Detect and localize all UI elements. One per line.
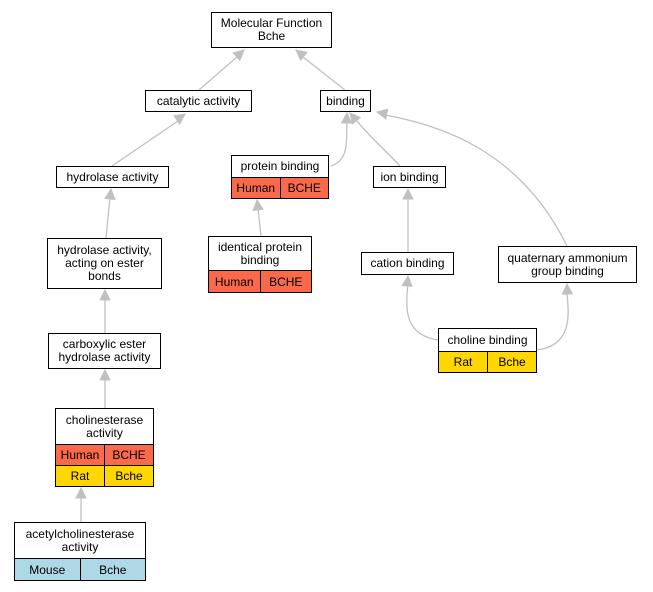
arrowhead-quaternary_ammonium-to-binding	[375, 108, 389, 120]
node-catalytic-activity[interactable]: catalytic activity	[145, 90, 252, 112]
arrowhead-identical_protein_binding-to-protein_binding	[252, 198, 264, 212]
node-label: ion binding	[380, 169, 439, 184]
node-label: identical protein binding	[217, 239, 303, 267]
node-label: Molecular Function Bche	[220, 16, 323, 43]
node-label: cation binding	[370, 256, 445, 270]
arrowhead-ion_binding-to-binding	[349, 112, 362, 125]
gene-cell: BCHE	[104, 445, 153, 465]
node-label: hydrolase activity	[66, 169, 159, 184]
arrowhead-choline_binding-to-quaternary_ammonium	[561, 282, 574, 295]
annotation-row: Rat Bche	[439, 351, 536, 372]
arrowhead-binding-to-molecular_function	[295, 49, 308, 62]
annotation-row: Mouse Bche	[15, 558, 145, 580]
edge-hydrolase_activity-to-catalytic_activity	[111, 120, 179, 167]
edge-protein_binding-to-binding	[330, 120, 348, 167]
arrowhead-cation_binding-to-ion_binding	[402, 187, 414, 200]
arrowhead-choline_binding-to-cation_binding	[401, 274, 413, 287]
node-molecular-function[interactable]: Molecular Function Bche	[211, 12, 332, 48]
gene-cell: Bche	[79, 559, 145, 580]
node-quaternary-ammonium-group-binding[interactable]: quaternary ammonium group binding	[498, 246, 637, 283]
edge-binding-to-molecular_function	[302, 56, 346, 91]
edge-hydrolase_ester-to-hydrolase_activity	[105, 196, 111, 239]
node-label: hydrolase activity, acting on ester bond…	[57, 243, 152, 283]
gene-cell: Bche	[487, 352, 536, 372]
arrowhead-protein_binding-to-binding	[340, 111, 353, 124]
node-choline-binding[interactable]: choline binding Rat Bche	[438, 328, 537, 373]
node-ion-binding[interactable]: ion binding	[373, 166, 446, 188]
annotation-row: Human BCHE	[56, 444, 153, 465]
node-cholinesterase-activity[interactable]: cholinesterase activity Human BCHE Rat B…	[55, 408, 154, 487]
node-label: carboxylic ester hydrolase activity	[58, 337, 151, 364]
node-label: protein binding	[240, 159, 320, 173]
node-label: binding	[326, 93, 365, 108]
arrowhead-carboxylic_ester-to-hydrolase_ester	[99, 288, 111, 301]
species-cell: Human	[209, 271, 260, 292]
node-label: catalytic activity	[156, 93, 241, 108]
species-cell: Rat	[56, 466, 104, 486]
node-label: cholinesterase activity	[65, 412, 144, 440]
arrowhead-acetylcholinesterase-to-cholinesterase	[75, 486, 87, 499]
edge-catalytic_activity-to-molecular_function	[198, 56, 238, 91]
node-label: acetylcholinesterase activity	[25, 526, 135, 554]
node-carboxylic-ester-hydrolase-activity[interactable]: carboxylic ester hydrolase activity	[48, 333, 161, 369]
arrowhead-cholinesterase-to-carboxylic_ester	[99, 368, 111, 381]
edge-ion_binding-to-binding	[356, 120, 401, 167]
node-protein-binding[interactable]: protein binding Human BCHE	[231, 155, 329, 199]
node-hydrolase-activity-ester-bonds[interactable]: hydrolase activity, acting on ester bond…	[47, 238, 162, 289]
species-cell: Human	[232, 178, 280, 198]
gene-cell: BCHE	[279, 178, 328, 198]
species-cell: Rat	[439, 352, 487, 372]
edge-choline_binding-to-cation_binding	[406, 283, 439, 341]
species-cell: Human	[56, 445, 104, 465]
arrowhead-catalytic_activity-to-molecular_function	[232, 49, 245, 62]
annotation-row: Human BCHE	[232, 177, 328, 198]
node-acetylcholinesterase-activity[interactable]: acetylcholinesterase activity Mouse Bche	[14, 522, 146, 581]
annotation-row: Human BCHE	[209, 270, 311, 292]
edge-quaternary_ammonium-to-binding	[384, 114, 568, 247]
node-binding[interactable]: binding	[320, 90, 371, 112]
node-label: quaternary ammonium group binding	[507, 250, 628, 278]
annotation-row: Rat Bche	[56, 465, 153, 486]
arrowhead-hydrolase_ester-to-hydrolase_activity	[104, 187, 116, 201]
edge-choline_binding-to-quaternary_ammonium	[536, 291, 569, 351]
node-identical-protein-binding[interactable]: identical protein binding Human BCHE	[208, 236, 312, 293]
gene-cell: Bche	[104, 466, 153, 486]
node-label: choline binding	[447, 332, 528, 347]
arrowhead-hydrolase_activity-to-catalytic_activity	[173, 113, 186, 125]
node-cation-binding[interactable]: cation binding	[361, 252, 454, 275]
gene-cell: BCHE	[259, 271, 311, 292]
node-hydrolase-activity[interactable]: hydrolase activity	[56, 166, 169, 188]
species-cell: Mouse	[15, 559, 80, 580]
edge-identical_protein_binding-to-protein_binding	[257, 207, 262, 237]
